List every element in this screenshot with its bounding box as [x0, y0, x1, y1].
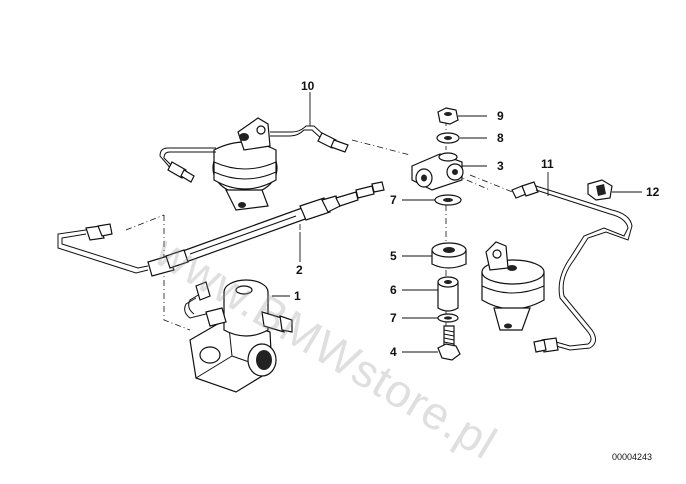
- callout-4: 4: [390, 345, 397, 359]
- callout-5: 5: [390, 249, 397, 263]
- sleeve-6: [437, 276, 459, 312]
- washer-8: [436, 132, 460, 144]
- washer-7-lower: [437, 313, 459, 323]
- callout-10: 10: [301, 79, 315, 93]
- callout-3: 3: [497, 159, 504, 173]
- callout-7-upper: 7: [390, 193, 397, 207]
- regulator-valve-1: [184, 279, 293, 393]
- tee-connector-3: [411, 152, 464, 191]
- callout-6: 6: [390, 283, 397, 297]
- nut-9: [437, 107, 459, 125]
- washer-7-upper: [434, 194, 462, 206]
- accumulator-upper: [212, 117, 278, 211]
- callout-9: 9: [497, 109, 504, 123]
- accumulator-lower: [481, 241, 545, 331]
- clip-12: [587, 179, 613, 201]
- callout-11: 11: [541, 157, 554, 171]
- callout-2: 2: [296, 263, 303, 277]
- callout-8: 8: [497, 131, 504, 145]
- callout-12: 12: [646, 185, 660, 199]
- brake-line-10: [159, 125, 349, 183]
- callout-7-lower: 7: [390, 311, 397, 325]
- document-number: 00004243: [612, 452, 653, 462]
- callout-1: 1: [294, 289, 301, 303]
- leader-lines: [272, 92, 642, 353]
- brake-line-11: [511, 181, 633, 353]
- brake-hose-2: [57, 181, 385, 277]
- rubber-mount-5: [431, 242, 467, 269]
- bolt-4: [437, 325, 461, 361]
